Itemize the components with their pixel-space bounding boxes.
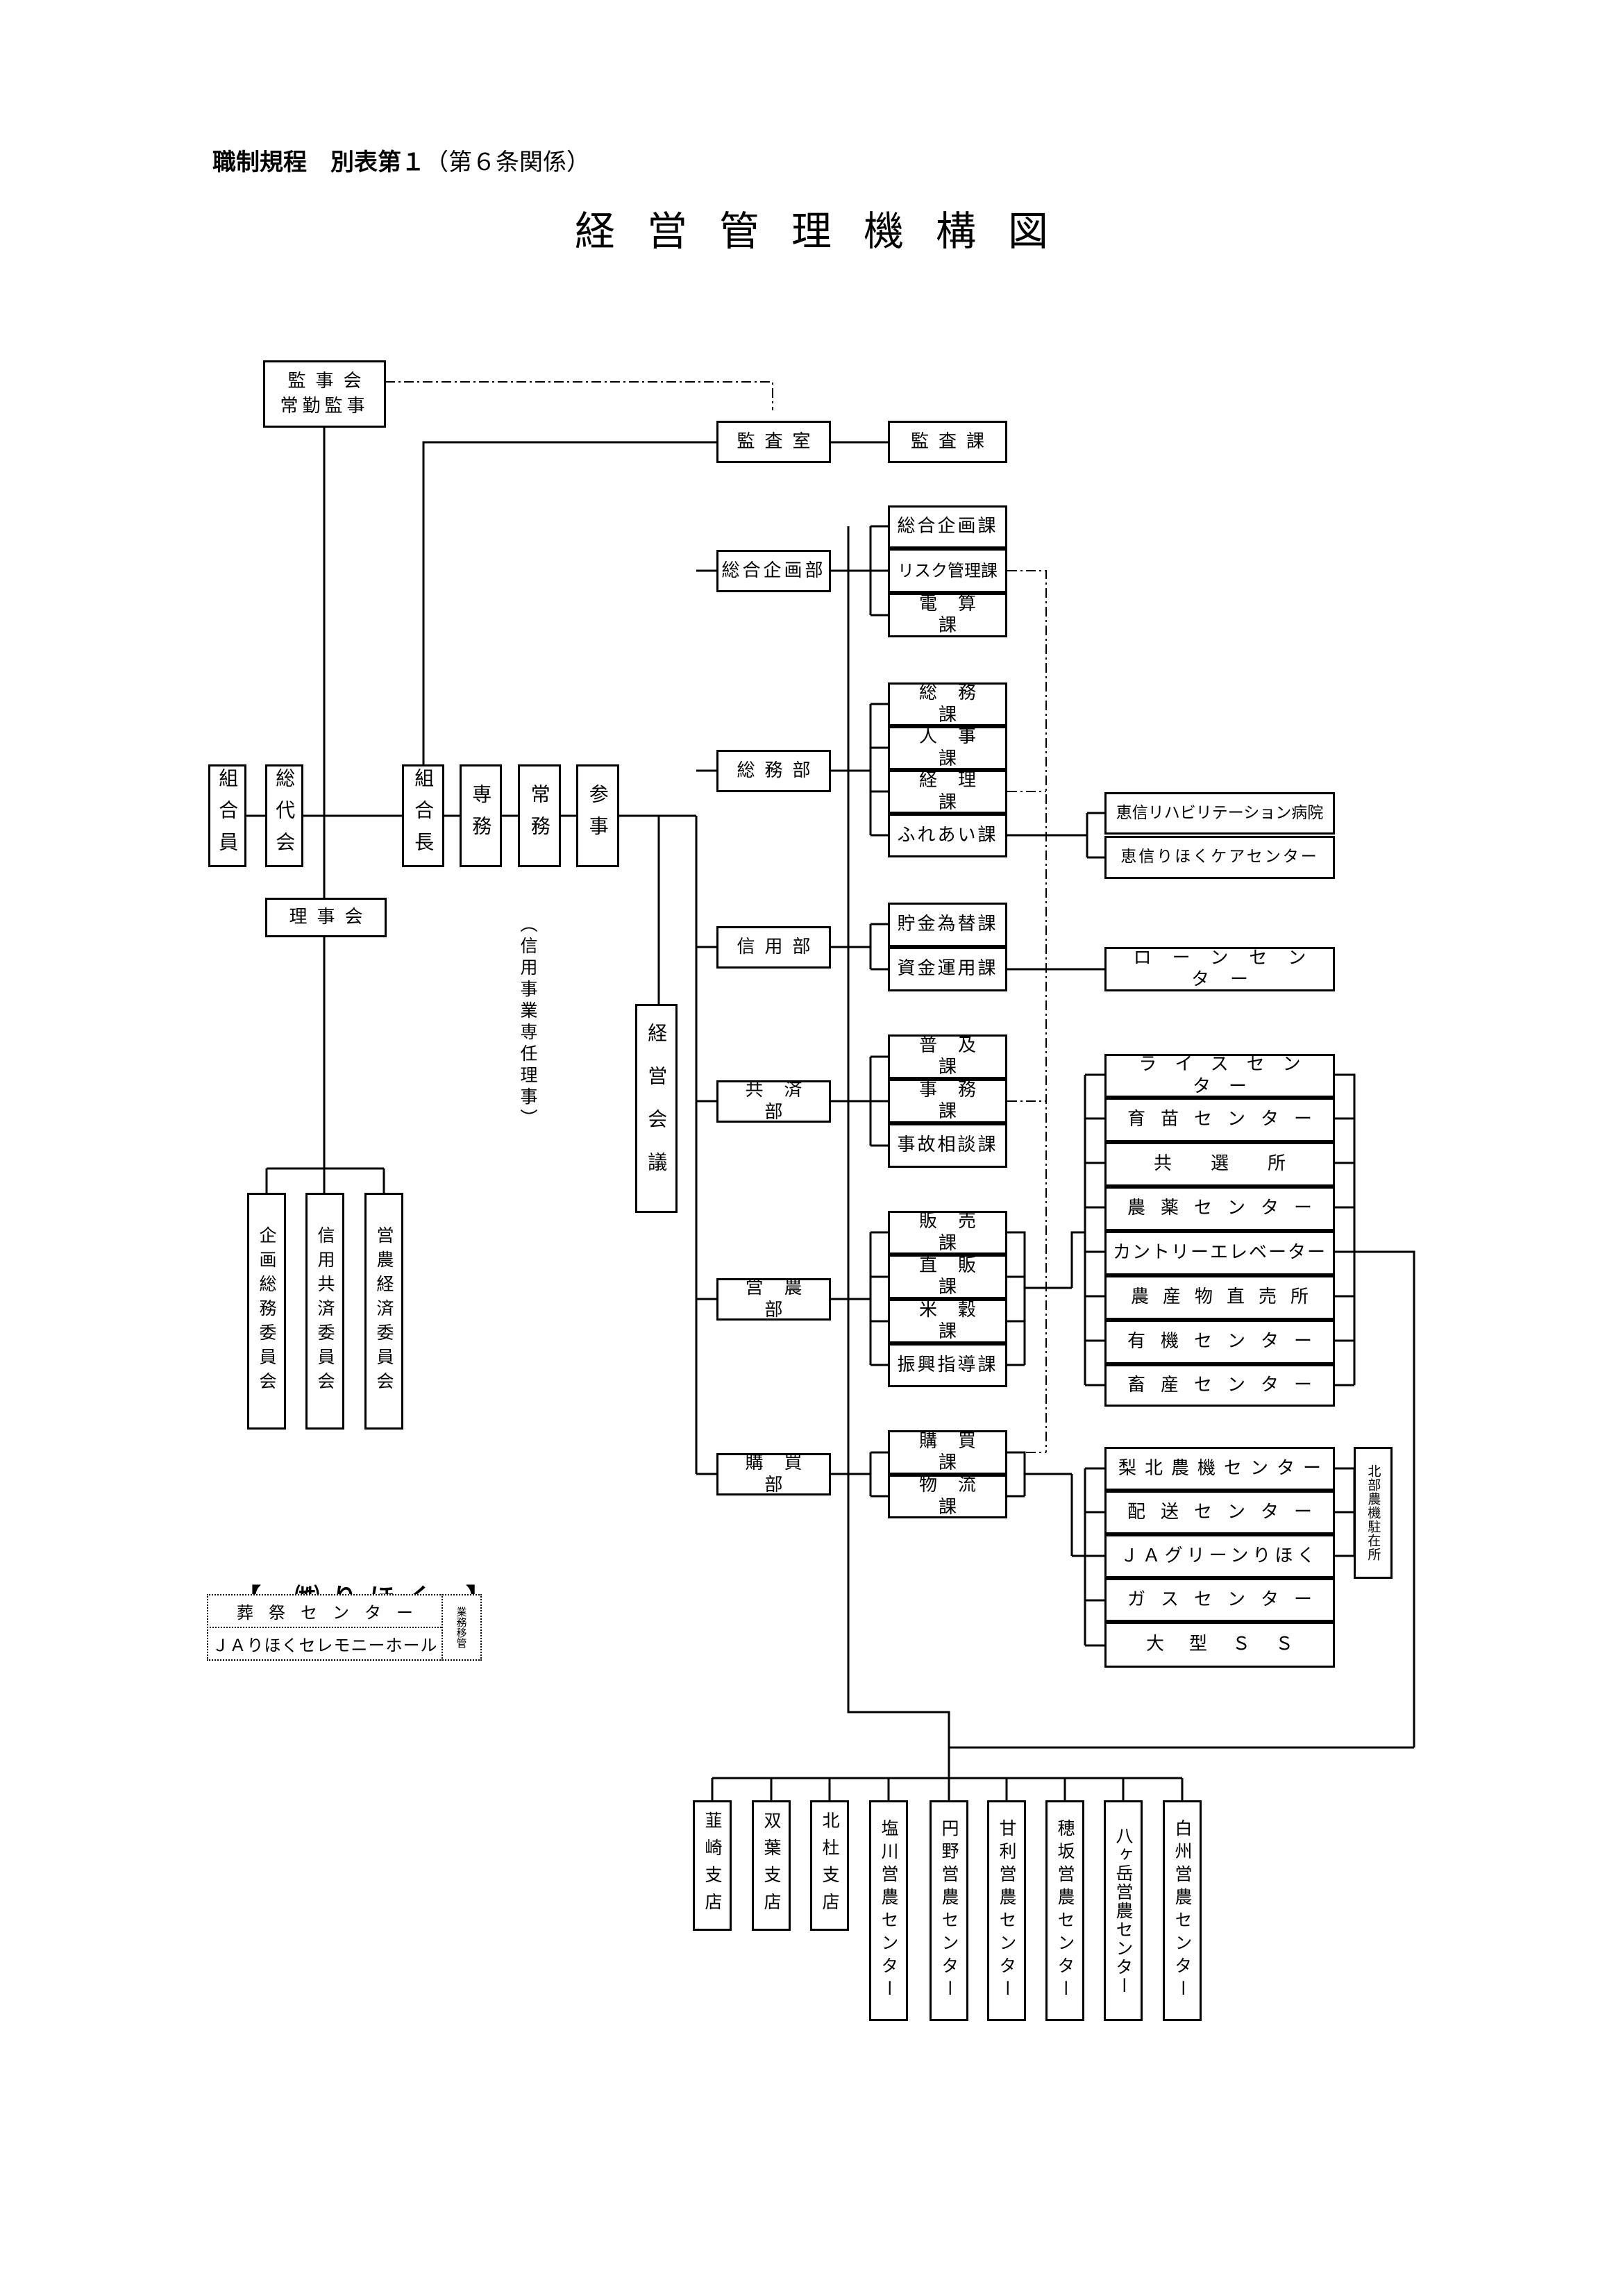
center-oogata-ss: 大型ＳＳ [1104, 1622, 1335, 1668]
line-sec-3 [831, 923, 888, 971]
sec-jinji: 人事課 [888, 726, 1007, 770]
center-yuuki: 有機センター [1104, 1320, 1335, 1364]
branch-hokuto: 北杜支店 [810, 1800, 849, 1931]
header-bold: 職制規程 別表第１ [212, 149, 425, 176]
committee-kikaku: 企画総務委員会 [247, 1193, 286, 1430]
center-ja-green: ＪＡグリーンりほく [1104, 1534, 1335, 1578]
rijikai-box: 理事会 [265, 898, 387, 937]
sanji-box: 参事 [576, 764, 619, 867]
line-fureai [1007, 812, 1104, 859]
joumu-box: 常務 [518, 764, 561, 867]
line-audit [422, 441, 888, 774]
center-ikubyou: 育苗センター [1104, 1098, 1335, 1142]
center-keishin-care: 恵信りほくケアセンター [1104, 836, 1335, 879]
center-chikusan: 畜産センター [1104, 1364, 1335, 1407]
subsidiary-col-divider [442, 1594, 443, 1661]
center-rihoku-nouki: 梨北農機センター [1104, 1447, 1335, 1491]
branch-hosaka: 穂坂営農センター [1045, 1800, 1084, 2021]
dept-kobai: 購買部 [716, 1453, 831, 1495]
center-keishin-rehab: 恵信リハビリテーション病院 [1104, 792, 1335, 835]
dept-soumu: 総務部 [716, 750, 831, 792]
line-rijikai-committees [265, 937, 385, 1193]
branch-yatsugatake: 八ヶ岳営農センター [1104, 1800, 1143, 2021]
branch-tsubura: 円野営農センター [930, 1800, 968, 2021]
sec-hanbai: 販売課 [888, 1211, 1007, 1255]
line-sec-1 [831, 525, 888, 617]
line-einou-bracket [1007, 1231, 1072, 1366]
sec-sougou-kikaku: 総合企画課 [888, 505, 1007, 548]
line-sec-5 [831, 1231, 888, 1366]
subsidiary-row-divider [207, 1627, 442, 1628]
line-einou-right [1335, 1073, 1415, 1748]
center-rice: ライスセンター [1104, 1054, 1335, 1098]
branch-shiokawa: 塩川営農センター [869, 1800, 908, 2021]
sec-shikin-unyou: 資金運用課 [888, 947, 1007, 991]
subsidiary-ceremony-hall: ＪＡりほくセレモニーホール [212, 1636, 438, 1655]
subsidiary-gyoumu-ikan: 業務移管 [455, 1607, 468, 1648]
sec-chokin-kawase: 貯金為替課 [888, 903, 1007, 947]
sec-fureai: ふれあい課 [888, 814, 1007, 857]
sec-butsuryuu: 物流課 [888, 1475, 1007, 1518]
center-country-elevator: カントリーエレベーター [1104, 1231, 1335, 1275]
line-risk-dashed [1007, 570, 1047, 1453]
center-nouyaku: 農薬センター [1104, 1187, 1335, 1231]
center-chokubaijo: 農産物直売所 [1104, 1275, 1335, 1320]
subsidiary-sousai-center: 葬祭センター [237, 1603, 428, 1623]
sec-soumu: 総務課 [888, 682, 1007, 726]
dept-kyousai: 共済部 [716, 1080, 831, 1123]
branch-futaba: 双葉支店 [752, 1800, 791, 1931]
sec-chokuhan: 直販課 [888, 1255, 1007, 1299]
line-kobai-bracket [1007, 1451, 1072, 1498]
sec-jimu: 事務課 [888, 1079, 1007, 1123]
dept-einou: 営農部 [716, 1278, 831, 1321]
branch-amari: 甘利営農センター [987, 1800, 1026, 2021]
soudaikai-box: 総代会 [265, 764, 303, 867]
sec-shinkou-shidou: 振興指導課 [888, 1343, 1007, 1387]
center-kyousen: 共選所 [1104, 1142, 1335, 1187]
kansashitsu-box: 監査室 [716, 421, 831, 463]
kumiaicho-box: 組合長 [402, 764, 444, 867]
sec-jiko-soudan: 事故相談課 [888, 1123, 1007, 1168]
line-dept-trunk [695, 569, 716, 1475]
sec-keiri: 経理課 [888, 770, 1007, 814]
kanjikai-box: 監事会 常勤監事 [263, 360, 386, 428]
committee-einou: 営農経済委員会 [364, 1193, 403, 1430]
sec-risk-kanri: リスク管理課 [888, 548, 1007, 593]
kanjikai-line1: 監事会 [287, 371, 371, 392]
branch-hakushuu: 白州営農センター [1163, 1800, 1202, 2021]
sec-kobai: 購買課 [888, 1430, 1007, 1475]
center-gas: ガスセンター [1104, 1578, 1335, 1622]
line-branches [711, 526, 1414, 1800]
page-title: 経営管理機構図 [574, 208, 1080, 255]
sec-fukyuu: 普及課 [888, 1034, 1007, 1079]
keiei-kaigi-box: 経営会議 [635, 1004, 678, 1213]
line-sec-2 [831, 703, 888, 837]
line-sec-4 [831, 1055, 888, 1147]
branch-nirasaki: 韮崎支店 [693, 1800, 732, 1931]
kanjikai-line2: 常勤監事 [280, 395, 369, 417]
center-haisou: 配送センター [1104, 1491, 1335, 1534]
line-einou-centers [1070, 1073, 1104, 1386]
kansaka-box: 監査課 [888, 421, 1007, 463]
dept-sougou-kikaku: 総合企画部 [716, 550, 831, 592]
senmu-box: 専務 [460, 764, 502, 867]
dept-shinyou: 信用部 [716, 926, 831, 969]
center-hokubu-nouki: 北部農機駐在所 [1354, 1447, 1393, 1579]
line-kanjikai-dashed [385, 381, 773, 410]
header-rest: （第６条関係） [425, 149, 590, 176]
line-sec-6 [831, 1451, 888, 1498]
sec-beikoku: 米穀課 [888, 1299, 1007, 1343]
document-header: 職制規程 別表第１（第６条関係） [212, 143, 590, 177]
kumiaiin-box: 組合員 [208, 764, 246, 867]
sec-densan: 電算課 [888, 593, 1007, 637]
committee-shinyou: 信用共済委員会 [305, 1193, 344, 1430]
center-loan: ローンセンター [1104, 947, 1335, 991]
senin-riji-note: （信用事業専任理事） [518, 915, 538, 1130]
